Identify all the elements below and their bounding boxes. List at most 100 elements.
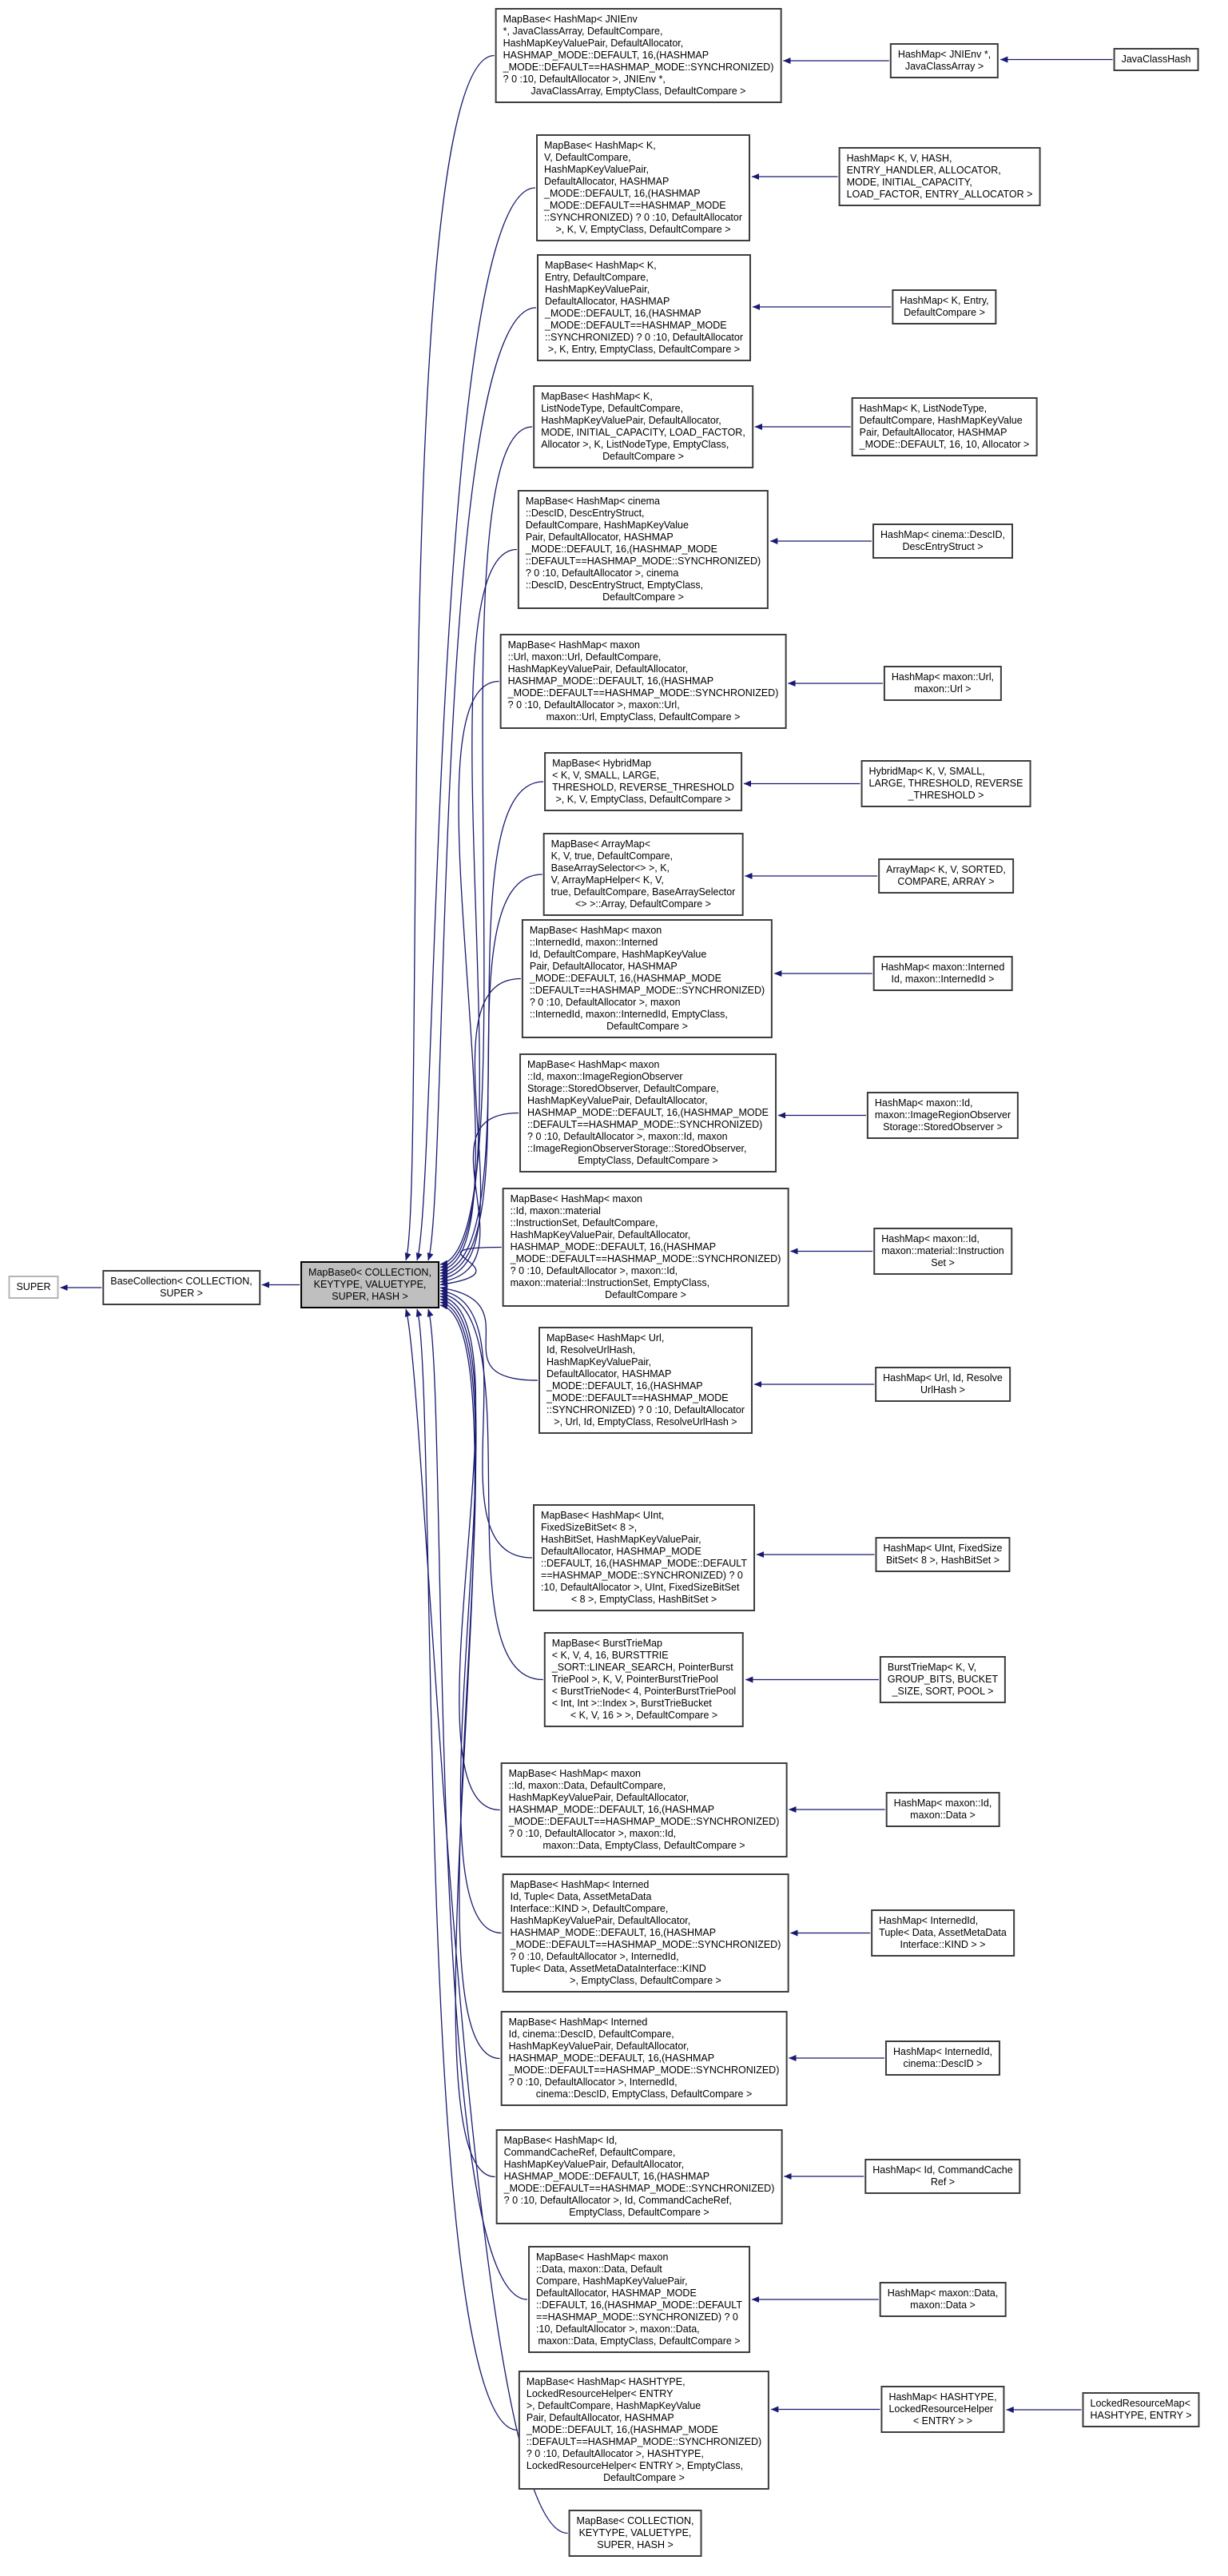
- class-label-line: MapBase< HashMap< Url,: [546, 1332, 665, 1344]
- node-hashmap-instructionset[interactable]: HashMap< maxon::Id,maxon::material::Inst…: [873, 1228, 1012, 1275]
- node-mapbase-hashmap-url-id[interactable]: MapBase< HashMap< Url,Id, ResolveUrlHash…: [538, 1327, 753, 1434]
- class-label-line: HashMapKeyValuePair, DefaultAllocator,: [503, 38, 684, 49]
- node-hashmap-generic[interactable]: HashMap< K, V, HASH,ENTRY_HANDLER, ALLOC…: [838, 147, 1041, 206]
- node-mapbase-bursttriemap[interactable]: MapBase< BurstTrieMap< K, V, 4, 16, BURS…: [543, 1632, 745, 1727]
- node-mapbase-arraymap[interactable]: MapBase< ArrayMap<K, V, true, DefaultCom…: [542, 833, 744, 916]
- class-label-line: Allocator >, K, ListNodeType, EmptyClass…: [541, 439, 729, 450]
- inheritance-arrow: [439, 1288, 533, 1559]
- class-label-line: MapBase< HashMap< Id,: [503, 2135, 618, 2146]
- node-basecollection[interactable]: BaseCollection< COLLECTION,SUPER >: [102, 1270, 260, 1305]
- class-label-line: DefaultCompare >: [606, 1021, 688, 1032]
- node-hashmap-jnienv[interactable]: HashMap< JNIEnv *,JavaClassArray >: [889, 43, 999, 78]
- node-mapbase-hashmap-url-url[interactable]: MapBase< HashMap< maxon::Url, maxon::Url…: [499, 634, 787, 729]
- class-label-line: MapBase< HashMap< maxon: [508, 1768, 642, 1779]
- node-mapbase-hashmap-imageregionobserver[interactable]: MapBase< HashMap< maxon::Id, maxon::Imag…: [519, 1053, 777, 1173]
- class-label-line: ? 0 :10, DefaultAllocator >, HASHTYPE,: [526, 2448, 704, 2459]
- class-label-line: < Int, Int >::Index >, BurstTrieBucket: [551, 1698, 712, 1709]
- node-mapbase-hashmap-k-listnodetype[interactable]: MapBase< HashMap< K,ListNodeType, Defaul…: [533, 385, 753, 468]
- class-label-line: Interface::KIND >, DefaultCompare,: [510, 1903, 669, 1914]
- class-label-line: HashMapKeyValuePair, DefaultAllocator,: [503, 2159, 685, 2170]
- class-label-line: Tuple< Data, AssetMetaDataInterface::KIN…: [510, 1963, 706, 1974]
- class-label-line: HashMap< InternedId,: [879, 1915, 979, 1926]
- class-label-line: _SIZE, SORT, POOL >: [892, 1686, 994, 1697]
- class-label-line: _MODE::DEFAULT, 16,(HASHMAP_MODE: [526, 2424, 718, 2435]
- inheritance-arrow: [439, 1285, 538, 1381]
- class-label-line: SUPER, HASH >: [597, 2539, 674, 2550]
- node-super: SUPER: [8, 1276, 59, 1299]
- class-label-line: DefaultCompare >: [603, 2472, 685, 2483]
- class-label-line: BurstTrieMap< K, V,: [887, 1662, 977, 1673]
- node-hashmap-hashtype[interactable]: HashMap< HASHTYPE,LockedResourceHelper< …: [880, 2386, 1005, 2433]
- node-hashmap-internedid-tuple[interactable]: HashMap< InternedId,Tuple< Data, AssetMe…: [871, 1909, 1015, 1957]
- class-label-line: HashMap< cinema::DescID,: [880, 529, 1005, 540]
- node-mapbase-hashmap-instructionset[interactable]: MapBase< HashMap< maxon::Id, maxon::mate…: [502, 1188, 789, 1307]
- node-hashmap-url-url[interactable]: HashMap< maxon::Url,maxon::Url >: [883, 666, 1003, 701]
- node-mapbase-collection[interactable]: MapBase< COLLECTION,KEYTYPE, VALUETYPE,S…: [568, 2510, 702, 2557]
- node-mapbase-hashmap-k-entry[interactable]: MapBase< HashMap< K,Entry, DefaultCompar…: [537, 254, 751, 361]
- node-mapbase-hashmap-jnienv[interactable]: MapBase< HashMap< JNIEnv*, JavaClassArra…: [495, 8, 782, 103]
- class-label-line: DefaultAllocator, HASHMAP_MODE: [541, 1546, 701, 1557]
- node-hashmap-internedid-descid[interactable]: HashMap< InternedId,cinema::DescID >: [884, 2040, 1001, 2076]
- node-hashmap-id-data[interactable]: HashMap< maxon::Id,maxon::Data >: [885, 1792, 1000, 1827]
- class-label-line: ::DEFAULT, 16,(HASHMAP_MODE::DEFAULT: [541, 1558, 747, 1569]
- class-label-line: Id, maxon::InternedId >: [891, 973, 995, 985]
- class-label-line: _MODE::DEFAULT==HASHMAP_MODE: [546, 1392, 729, 1403]
- node-mapbase-hashmap-id-data[interactable]: MapBase< HashMap< maxon::Id, maxon::Data…: [500, 1762, 788, 1857]
- class-label-line: >, DefaultCompare, HashMapKeyValue: [526, 2400, 701, 2411]
- node-lockedresourcemap[interactable]: LockedResourceMap<HASHTYPE, ENTRY >: [1082, 2392, 1200, 2427]
- class-label-line: ? 0 :10, DefaultAllocator >, maxon::Id,: [508, 1828, 677, 1839]
- class-label-line: MapBase< HashMap< HASHTYPE,: [526, 2376, 686, 2387]
- node-hybridmap[interactable]: HybridMap< K, V, SMALL,LARGE, THRESHOLD,…: [860, 760, 1031, 807]
- class-label-line: EmptyClass, DefaultCompare >: [578, 1155, 718, 1166]
- class-label-line: HashMapKeyValuePair, DefaultAllocator,: [507, 663, 689, 675]
- node-mapbase-hashmap-data-data[interactable]: MapBase< HashMap< maxon::Data, maxon::Da…: [528, 2246, 750, 2353]
- class-label-line: ? 0 :10, DefaultAllocator >, InternedId,: [508, 2076, 678, 2088]
- class-label-line: HashBitSet, HashMapKeyValuePair,: [541, 1534, 701, 1545]
- class-label-line: HASHMAP_MODE::DEFAULT, 16,(HASHMAP: [510, 1241, 717, 1252]
- class-label-line: _MODE::DEFAULT==HASHMAP_MODE: [545, 320, 727, 331]
- class-label-line: ? 0 :10, DefaultAllocator >, maxon::Id,: [510, 1265, 678, 1276]
- node-mapbase-hashmap-k-v[interactable]: MapBase< HashMap< K,V, DefaultCompare,Ha…: [536, 134, 750, 241]
- class-label-line: _MODE::DEFAULT==HASHMAP_MODE::SYNCHRONIZ…: [508, 2064, 780, 2076]
- node-hashmap-imageregionobserver[interactable]: HashMap< maxon::Id,maxon::ImageRegionObs…: [866, 1092, 1019, 1139]
- node-mapbase-hybridmap[interactable]: MapBase< HybridMap< K, V, SMALL, LARGE,T…: [544, 752, 742, 811]
- class-label-line: HASHMAP_MODE::DEFAULT, 16,(HASHMAP: [510, 1927, 717, 1938]
- node-mapbase-hashmap-internedid[interactable]: MapBase< HashMap< maxon::InternedId, max…: [521, 919, 773, 1038]
- class-label-line: Id, ResolveUrlHash,: [546, 1344, 636, 1356]
- node-hashmap-data-data[interactable]: HashMap< maxon::Data,maxon::Data >: [879, 2282, 1007, 2317]
- class-label-line: LockedResourceHelper< ENTRY >, EmptyClas…: [526, 2460, 744, 2471]
- node-hashmap-k-entry[interactable]: HashMap< K, Entry,DefaultCompare >: [892, 289, 997, 324]
- class-label-line: DefaultAllocator, HASHMAP_MODE: [536, 2287, 697, 2299]
- class-label-line: ::DEFAULT==HASHMAP_MODE::SYNCHRONIZED): [525, 555, 761, 567]
- inheritance-arrow: [404, 54, 495, 1261]
- class-label-line: HashMap< K, V, HASH,: [846, 153, 952, 164]
- class-label-line: ? 0 :10, DefaultAllocator >, Id, Command…: [503, 2195, 732, 2206]
- node-hashmap-descid[interactable]: HashMap< cinema::DescID,DescEntryStruct …: [872, 524, 1013, 559]
- node-hashmap-k-listnodetype[interactable]: HashMap< K, ListNodeType,DefaultCompare,…: [851, 397, 1038, 456]
- node-mapbase-hashmap-lockedresource[interactable]: MapBase< HashMap< HASHTYPE, LockedResourc…: [518, 2371, 770, 2490]
- inheritance-arrow: [439, 874, 542, 1279]
- class-label-line: MapBase0< COLLECTION,: [308, 1267, 431, 1278]
- class-label-line: < ENTRY > >: [912, 2415, 973, 2427]
- class-label-line: ? 0 :10, DefaultAllocator >, InternedId,: [510, 1951, 679, 1962]
- class-label-line: MapBase< HashMap< K,: [545, 260, 657, 271]
- class-label-line: DescEntryStruct >: [902, 541, 984, 552]
- class-label-line: JavaClassArray, EmptyClass, DefaultCompa…: [531, 86, 746, 97]
- node-mapbase-hashmap-descid[interactable]: MapBase< HashMap< cinema::DescID, DescEn…: [517, 490, 769, 609]
- class-label-line: KEYTYPE, VALUETYPE,: [578, 2527, 692, 2538]
- node-javaclasshash[interactable]: JavaClassHash: [1113, 48, 1199, 71]
- class-label-line: _THRESHOLD >: [908, 790, 984, 801]
- class-label-line: HashMap< Id, CommandCache: [872, 2164, 1013, 2176]
- class-label-line: MapBase< HashMap< maxon: [529, 925, 662, 936]
- node-mapbase-hashmap-uint-bitset[interactable]: MapBase< HashMap< UInt,FixedSizeBitSet< …: [533, 1504, 755, 1611]
- node-bursttriemap[interactable]: BurstTrieMap< K, V,GROUP_BITS, BUCKET_SI…: [879, 1656, 1007, 1703]
- inheritance-arrow: [439, 1303, 495, 2178]
- node-mapbase-hashmap-id-commandcacheref[interactable]: MapBase< HashMap< Id,CommandCacheRef, De…: [495, 2129, 783, 2224]
- node-arraymap[interactable]: ArrayMap< K, V, SORTED,COMPARE, ARRAY >: [878, 858, 1014, 894]
